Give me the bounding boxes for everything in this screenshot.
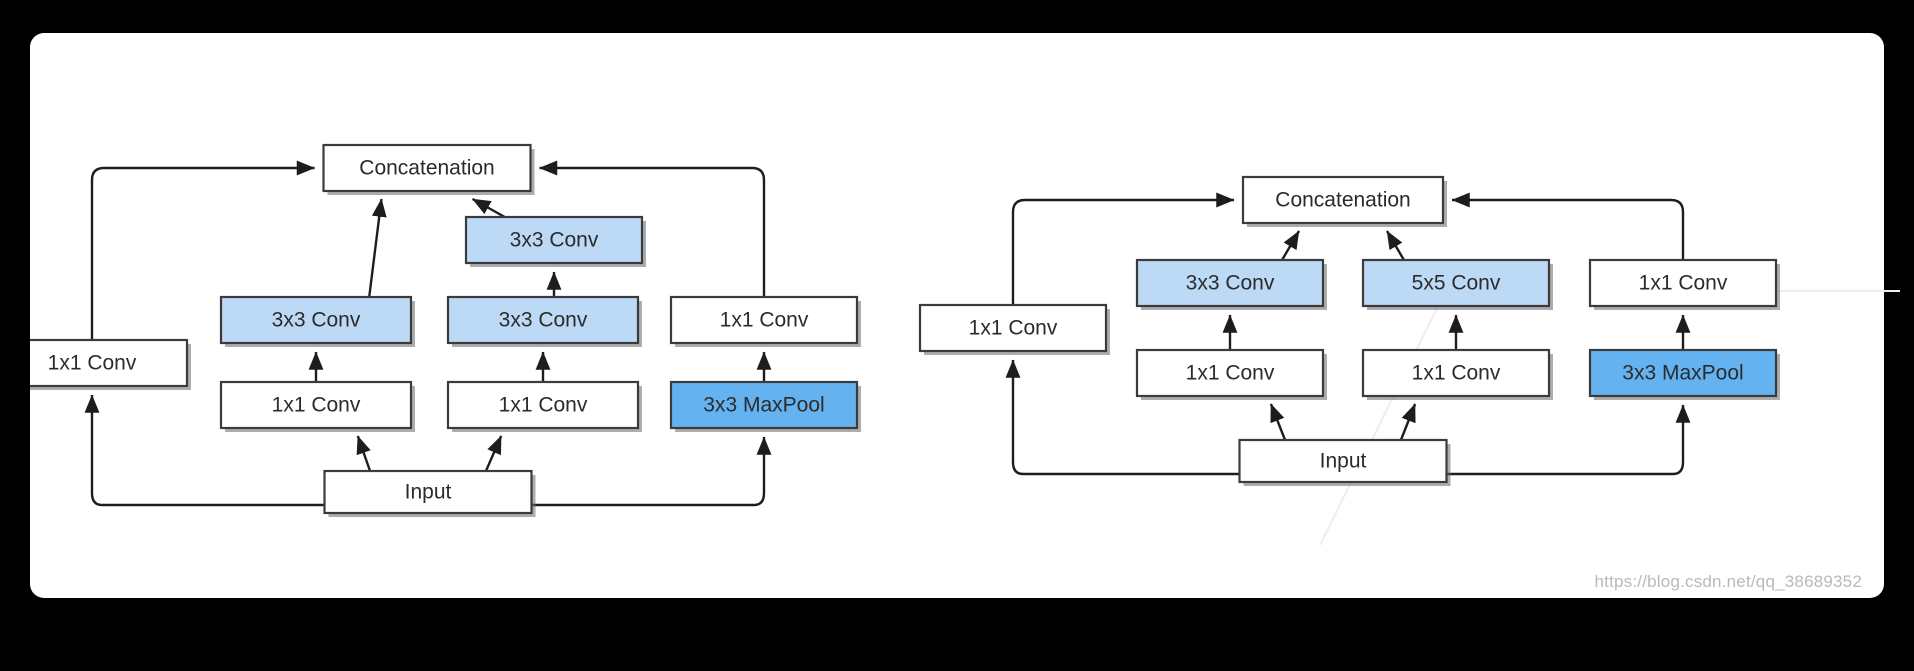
node-label: 5x5 Conv <box>1412 272 1501 295</box>
node-label: 3x3 Conv <box>272 309 361 332</box>
node-label: 3x3 MaxPool <box>703 394 824 417</box>
node-r-concat[interactable]: Concatenation <box>1241 175 1447 227</box>
node-label: Input <box>405 481 452 504</box>
edge-r-branch2-3x3-to-r-concat <box>1281 230 1301 261</box>
edge-l-branch4-1x1-to-l-concat <box>539 160 766 297</box>
node-label: 1x1 Conv <box>969 317 1058 340</box>
node-l-branch2-3x3[interactable]: 3x3 Conv <box>219 295 415 347</box>
screenshot-canvas: Input 1x1 Conv 1x1 Conv 3x3 Conv 1x1 Conv 3x3… <box>30 33 1900 598</box>
node-l-branch4-1x1[interactable]: 1x1 Conv <box>669 295 861 347</box>
node-label: Concatenation <box>359 157 494 180</box>
node-label: 1x1 Conv <box>272 394 361 417</box>
node-label: 3x3 MaxPool <box>1622 362 1743 385</box>
node-label: 1x1 Conv <box>720 309 809 332</box>
node-r-branch3-1x1[interactable]: 1x1 Conv <box>1361 348 1553 400</box>
edge-l-input-to-l-branch2-1x1 <box>356 435 372 472</box>
edge-r-branch3-5x5-to-r-concat <box>1385 230 1405 261</box>
edge-r-input-to-r-branch4-pool <box>1446 404 1691 476</box>
edge-l-branch3-3x3b-to-l-concat <box>471 197 506 219</box>
node-r-branch1-1x1[interactable]: 1x1 Conv <box>918 303 1110 355</box>
node-label: 3x3 Conv <box>510 229 599 252</box>
node-l-branch4-pool[interactable]: 3x3 MaxPool <box>669 380 861 432</box>
node-label: 1x1 Conv <box>499 394 588 417</box>
node-l-branch3-3x3a[interactable]: 3x3 Conv <box>446 295 642 347</box>
node-label: 1x1 Conv <box>1639 272 1728 295</box>
node-l-input[interactable]: Input <box>323 469 536 517</box>
node-l-branch3-3x3b[interactable]: 3x3 Conv <box>464 215 646 267</box>
watermark-text: https://blog.csdn.net/qq_38689352 <box>1594 572 1862 591</box>
node-label: Concatenation <box>1275 189 1410 212</box>
node-l-branch1-1x1[interactable]: 1x1 Conv <box>30 338 191 390</box>
node-r-branch2-1x1[interactable]: 1x1 Conv <box>1135 348 1327 400</box>
edge-l-input-to-l-branch1-1x1 <box>84 394 325 507</box>
node-r-input[interactable]: Input <box>1238 438 1451 486</box>
node-label: Input <box>1320 450 1367 473</box>
edge-l-branch1-1x1-to-l-concat <box>90 160 315 340</box>
nodes-layer: Input 1x1 Conv 1x1 Conv 3x3 Conv 1x1 Conv 3x3… <box>30 143 1780 517</box>
node-label: 3x3 Conv <box>499 309 588 332</box>
node-r-branch4-1x1[interactable]: 1x1 Conv <box>1588 258 1780 310</box>
node-label: 1x1 Conv <box>1186 362 1275 385</box>
edge-l-branch2-3x3-to-l-concat <box>368 198 387 298</box>
edge-l-input-to-l-branch4-pool <box>531 436 772 507</box>
edge-l-input-to-l-branch3-1x1 <box>484 435 503 472</box>
inception-diagrams-svg: Input 1x1 Conv 1x1 Conv 3x3 Conv 1x1 Conv 3x3… <box>30 143 1900 546</box>
node-r-branch4-pool[interactable]: 3x3 MaxPool <box>1588 348 1780 400</box>
node-r-branch3-5x5[interactable]: 5x5 Conv <box>1361 258 1553 310</box>
node-l-branch2-1x1[interactable]: 1x1 Conv <box>219 380 415 432</box>
node-label: 3x3 Conv <box>1186 272 1275 295</box>
edge-r-input-to-r-branch2-1x1 <box>1269 403 1287 441</box>
scan-artifact-line <box>1319 287 1448 546</box>
node-l-branch3-1x1[interactable]: 1x1 Conv <box>446 380 642 432</box>
node-l-concat[interactable]: Concatenation <box>322 143 535 195</box>
edges-layer <box>84 160 1691 507</box>
edge-r-input-to-r-branch1-1x1 <box>1005 359 1240 476</box>
edge-r-branch4-1x1-to-r-concat <box>1451 192 1685 260</box>
node-label: 1x1 Conv <box>48 352 137 375</box>
diagram-card: Input 1x1 Conv 1x1 Conv 3x3 Conv 1x1 Conv 3x3… <box>30 33 1900 598</box>
edge-r-branch1-1x1-to-r-concat <box>1011 192 1235 305</box>
node-label: 1x1 Conv <box>1412 362 1501 385</box>
edge-r-input-to-r-branch3-1x1 <box>1399 403 1417 441</box>
node-r-branch2-3x3[interactable]: 3x3 Conv <box>1135 258 1327 310</box>
